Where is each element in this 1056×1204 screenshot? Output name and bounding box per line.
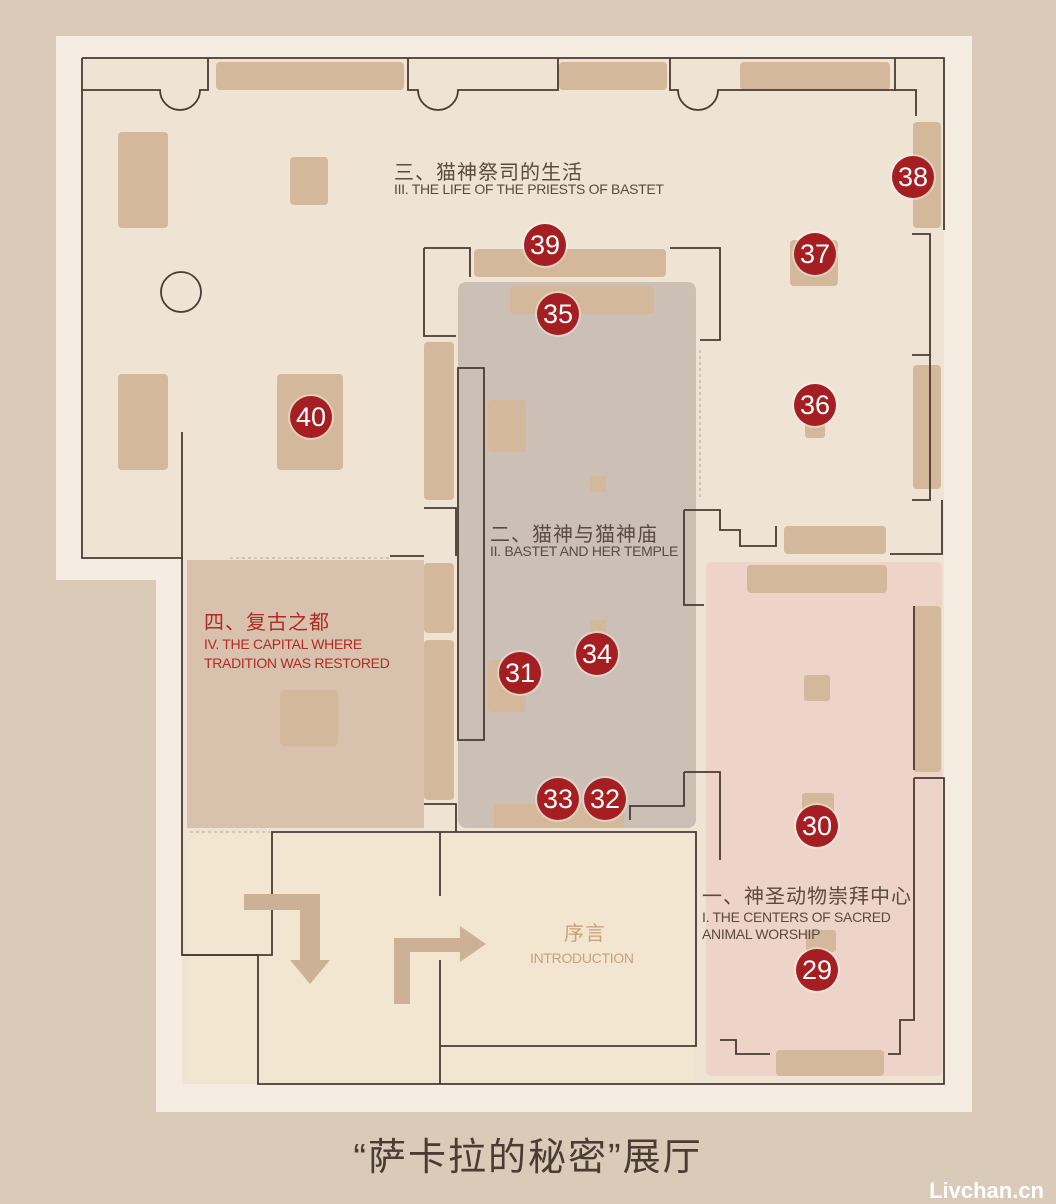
wall bbox=[890, 500, 943, 555]
intro-zone-subtitle: INTRODUCTION bbox=[530, 950, 634, 966]
intro-zone-title: 序言 bbox=[564, 923, 606, 945]
walls bbox=[81, 57, 945, 1085]
worship-zone-title: 一、神圣动物崇拜中心 bbox=[702, 886, 912, 908]
wall bbox=[629, 772, 685, 820]
wall bbox=[457, 367, 485, 741]
wall bbox=[82, 58, 209, 111]
wall bbox=[912, 233, 931, 356]
capital-zone-subtitle-line1: IV. THE CAPITAL WHERE bbox=[204, 636, 362, 652]
exhibit-marker-38[interactable]: 38 bbox=[892, 156, 934, 198]
exhibit-marker-32[interactable]: 32 bbox=[584, 778, 626, 820]
wall bbox=[423, 248, 456, 337]
wall bbox=[684, 509, 777, 547]
wall bbox=[684, 771, 721, 860]
hall-title: “萨卡拉的秘密”展厅 bbox=[353, 1137, 703, 1179]
zone-borders bbox=[190, 350, 701, 833]
arrow-right-icon bbox=[394, 926, 486, 1004]
showcase bbox=[776, 1050, 884, 1076]
intro-zone bbox=[190, 832, 694, 1080]
showcase bbox=[424, 640, 454, 800]
showcase bbox=[474, 249, 666, 277]
showcase bbox=[913, 365, 941, 489]
exhibit-marker-29[interactable]: 29 bbox=[796, 949, 838, 991]
wall bbox=[424, 247, 471, 277]
wall bbox=[912, 355, 931, 501]
showcase bbox=[118, 132, 168, 228]
wall bbox=[683, 510, 704, 606]
worship-zone-subtitle-line1: I. THE CENTERS OF SACRED bbox=[702, 909, 891, 925]
round-pedestal bbox=[160, 271, 202, 313]
wall bbox=[895, 89, 917, 116]
temple-zone-subtitle: II. BASTET AND HER TEMPLE bbox=[490, 543, 679, 559]
showcase bbox=[424, 563, 454, 633]
wall bbox=[669, 58, 896, 111]
worship-zone-subtitle-line2: ANIMAL WORSHIP bbox=[702, 926, 821, 942]
showcase bbox=[510, 286, 654, 314]
capital-zone-title: 四、复古之都 bbox=[204, 612, 330, 634]
exhibit-marker-33[interactable]: 33 bbox=[537, 778, 579, 820]
exhibit-marker-31[interactable]: 31 bbox=[499, 652, 541, 694]
wall bbox=[888, 778, 915, 1055]
showcase bbox=[559, 62, 667, 90]
wall bbox=[82, 57, 945, 230]
capital-zone-subtitle-line2: TRADITION WAS RESTORED bbox=[204, 655, 390, 671]
showcase bbox=[913, 606, 941, 772]
priests-zone-title: 三、猫神祭司的生活 bbox=[394, 162, 583, 184]
priests-zone-subtitle: III. THE LIFE OF THE PRIESTS OF BASTET bbox=[394, 181, 664, 197]
exhibit-marker-40[interactable]: 40 bbox=[290, 396, 332, 438]
exhibit-marker-34[interactable]: 34 bbox=[576, 633, 618, 675]
wall bbox=[424, 803, 457, 832]
temple-zone-title: 二、猫神与猫神庙 bbox=[490, 524, 658, 546]
exhibit-marker-39[interactable]: 39 bbox=[524, 224, 566, 266]
wall bbox=[407, 58, 559, 111]
showcase bbox=[290, 157, 328, 205]
showcase bbox=[590, 476, 606, 492]
showcase bbox=[806, 930, 836, 952]
wall bbox=[670, 247, 721, 341]
showcase bbox=[118, 374, 168, 470]
showcase bbox=[747, 565, 887, 593]
showcase bbox=[590, 620, 606, 636]
showcase bbox=[804, 675, 830, 701]
direction-arrows bbox=[244, 894, 486, 1004]
showcase bbox=[488, 400, 526, 452]
exhibit-marker-35[interactable]: 35 bbox=[537, 293, 579, 335]
watermark: Livchan.cn bbox=[929, 1178, 1044, 1203]
wall bbox=[424, 507, 457, 556]
exhibit-marker-30[interactable]: 30 bbox=[796, 805, 838, 847]
exhibit-marker-36[interactable]: 36 bbox=[794, 384, 836, 426]
showcase bbox=[280, 690, 338, 746]
exhibit-marker-37[interactable]: 37 bbox=[794, 233, 836, 275]
showcase bbox=[740, 62, 890, 90]
wall bbox=[720, 1039, 770, 1055]
showcase bbox=[216, 62, 404, 90]
showcase bbox=[784, 526, 886, 554]
arrow-down-icon bbox=[244, 894, 330, 984]
showcase bbox=[424, 342, 454, 500]
